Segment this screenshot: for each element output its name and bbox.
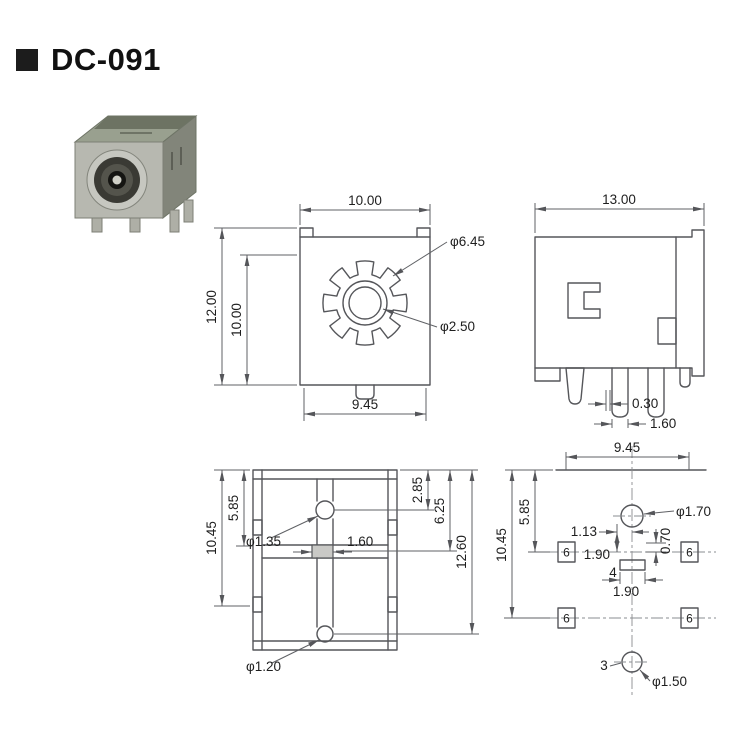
page-title: DC-091	[51, 42, 161, 77]
bottom-dimension-lines	[214, 469, 479, 664]
pin-dia-bottom-label: φ1.50	[652, 674, 687, 689]
side-body	[534, 229, 705, 377]
bottom-right-tab	[387, 596, 398, 613]
side-dim-pin-width: 1.60	[650, 416, 676, 431]
front-part-outline	[299, 227, 431, 400]
photo-leg	[169, 209, 180, 233]
product-photo	[73, 114, 198, 233]
side-dim-width-top: 13.00	[602, 192, 636, 207]
pin-dim-offset-x: 1.13	[571, 524, 597, 539]
side-view: 13.00 0.30 1.60	[534, 192, 705, 431]
pin-pad	[680, 607, 699, 629]
side-pin-rear	[647, 367, 665, 418]
photo-center-pin	[112, 175, 122, 185]
bottom-dim-height-outer: 10.45	[204, 521, 219, 555]
front-dim-width-bottom: 9.45	[352, 397, 378, 412]
front-dim-height-inner: 10.00	[229, 303, 244, 337]
pin-layout-view: 6 6 6 6	[494, 440, 716, 698]
photo-top-shade	[94, 116, 196, 129]
front-dia-bore-label: φ2.50	[440, 319, 475, 334]
photo-leg	[91, 217, 103, 233]
side-dimension-lines	[534, 203, 705, 428]
bottom-view: 10.45 5.85 2.85 6.25 12.60 φ1.35 1.60 φ1…	[204, 469, 479, 674]
pin-pad	[680, 541, 699, 563]
pad-number: 6	[686, 546, 693, 560]
pad-number: 6	[563, 612, 570, 626]
bottom-left-tab	[252, 519, 263, 536]
front-view: 10.00 12.00 10.00 9.45 φ6.45 φ2.50	[204, 193, 485, 421]
bottom-hole-top	[315, 500, 335, 520]
bottom-dim-height-inner: 5.85	[226, 495, 241, 521]
bottom-left-tab	[252, 596, 263, 613]
pin-number-center: 4	[609, 565, 617, 580]
front-inner-ring	[342, 280, 388, 326]
pin-dia-top-label: φ1.70	[676, 504, 711, 519]
header: DC-091	[16, 42, 161, 78]
bullet-square-icon	[16, 49, 38, 71]
pin-dim-offset-y: 1.90	[584, 547, 610, 562]
pin-dim-left-inner: 5.85	[517, 499, 532, 525]
front-bottom-peg	[355, 384, 375, 400]
front-dia-gear-label: φ6.45	[450, 234, 485, 249]
front-body	[299, 236, 431, 386]
bottom-body	[252, 469, 398, 651]
bottom-dia-hole-bottom-label: φ1.20	[246, 659, 281, 674]
front-dim-width-top: 10.00	[348, 193, 382, 208]
front-ears	[299, 227, 431, 238]
side-dim-thickness: 0.30	[632, 396, 658, 411]
pin-dim-width-top: 9.45	[614, 440, 640, 455]
pin-dim-center-pad: 1.90	[613, 584, 639, 599]
pad-number: 6	[563, 546, 570, 560]
pin-pad	[557, 541, 576, 563]
side-bottom-step	[534, 367, 561, 382]
pin-center-pad	[619, 559, 646, 571]
bottom-part-outline	[252, 469, 398, 651]
front-bore-circle	[348, 286, 382, 320]
pin-dimension-lines	[504, 452, 690, 682]
side-part-outline	[534, 229, 705, 418]
side-c-notch	[567, 282, 601, 319]
front-dim-height-outer: 12.00	[204, 290, 219, 324]
bottom-slot	[311, 544, 334, 559]
side-pin-front	[565, 367, 585, 405]
pin-pad	[557, 607, 576, 629]
side-inner-block	[657, 317, 677, 345]
bottom-dim-right-total: 12.60	[454, 535, 469, 569]
pin-number-bottom: 3	[600, 658, 608, 673]
front-gear-opening	[322, 260, 408, 346]
bottom-dim-right-hole: 2.85	[410, 477, 425, 503]
photo-leg	[129, 217, 141, 233]
bottom-dim-right-slot: 6.25	[432, 498, 447, 524]
side-pin-middle	[611, 367, 629, 418]
pad-number: 6	[686, 612, 693, 626]
side-leg	[679, 367, 691, 388]
bottom-dia-hole-top-label: φ1.35	[246, 534, 281, 549]
bottom-hole-bottom	[316, 625, 334, 643]
bottom-dim-slot-width: 1.60	[347, 534, 373, 549]
front-dimension-lines	[214, 204, 448, 421]
pin-dim-offset-small: 0.70	[658, 528, 673, 554]
pin-dim-left-outer: 10.45	[494, 528, 509, 562]
photo-leg	[183, 199, 194, 223]
bottom-right-tab	[387, 519, 398, 536]
